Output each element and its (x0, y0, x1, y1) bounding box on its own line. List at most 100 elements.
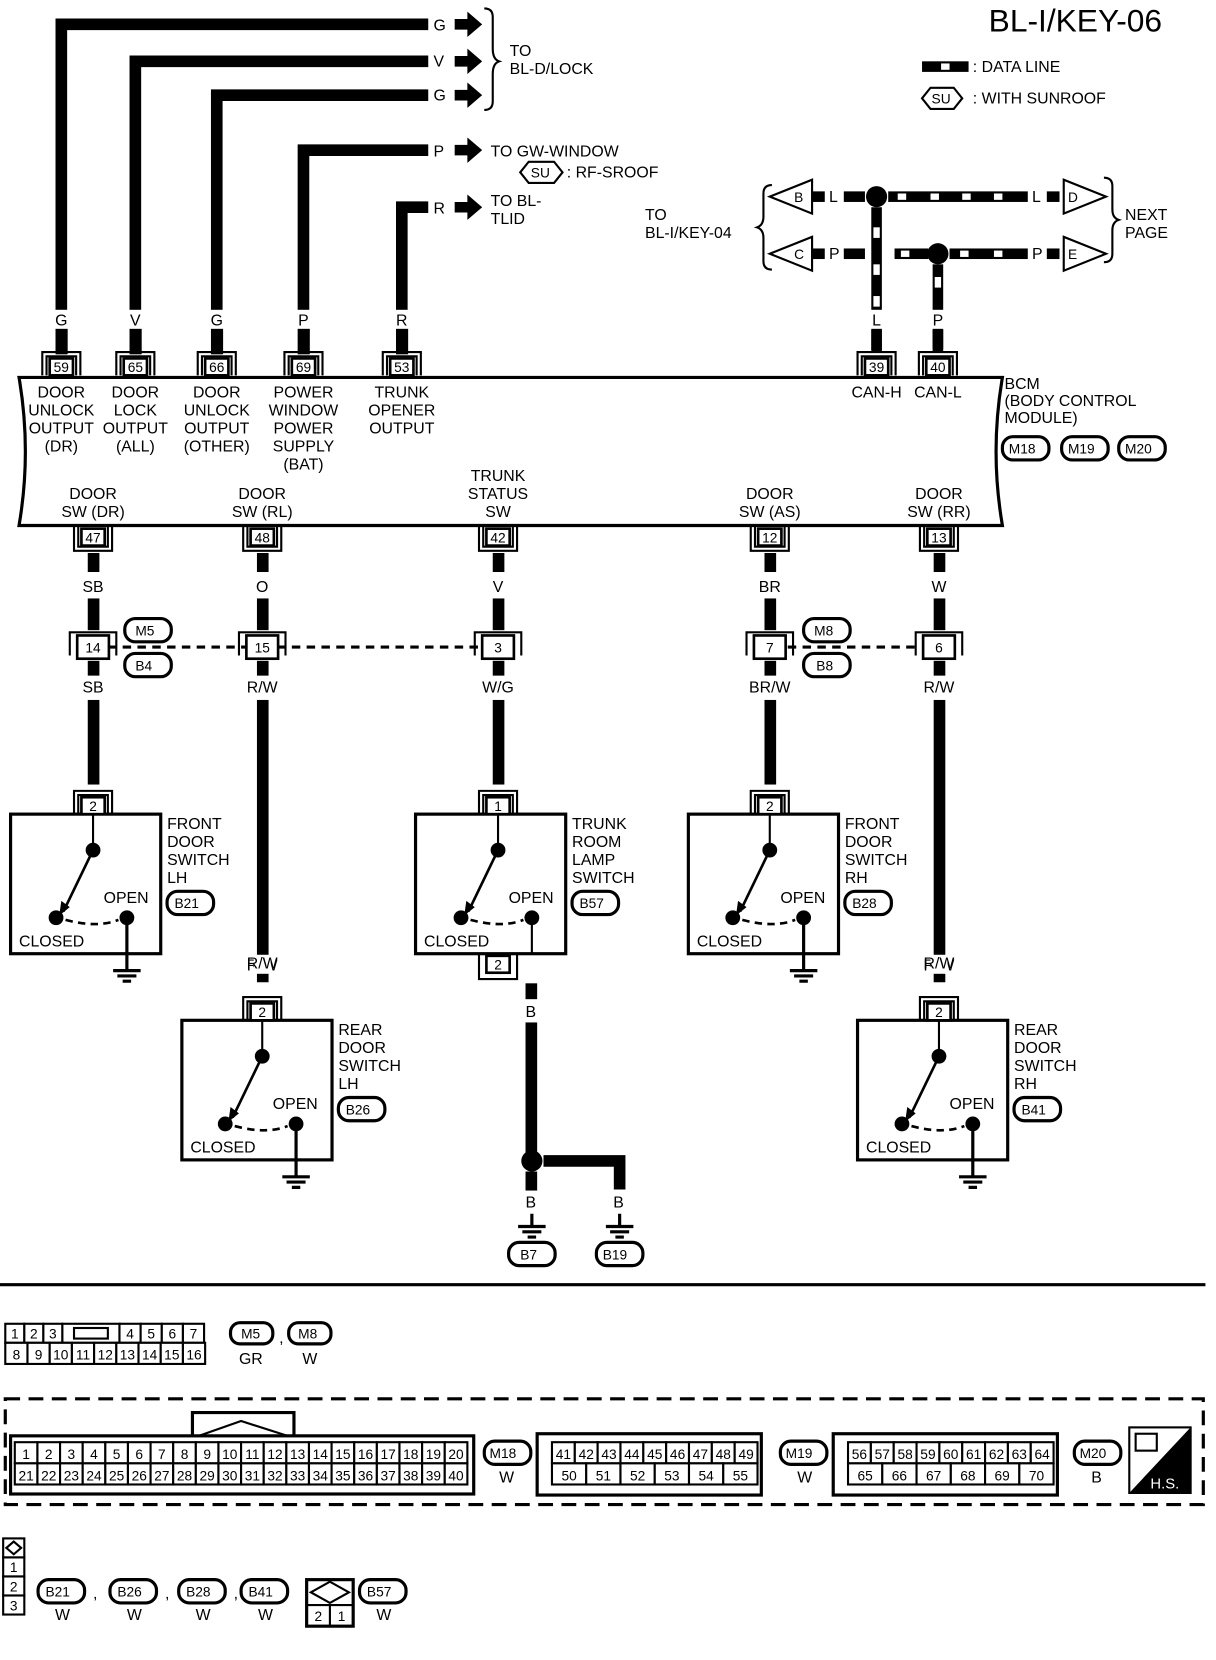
svg-text:66: 66 (892, 1468, 908, 1483)
svg-text:SW: SW (485, 504, 511, 521)
svg-text:50: 50 (561, 1468, 577, 1483)
svg-text:V: V (130, 313, 141, 330)
svg-text:12: 12 (98, 1348, 113, 1363)
svg-text:G: G (211, 313, 223, 330)
svg-text:28: 28 (177, 1468, 193, 1483)
joint-connector-labels: M5 B4 M8 B8 (107, 616, 920, 679)
svg-text:14: 14 (85, 640, 101, 655)
svg-text:42: 42 (490, 530, 505, 545)
bcm-body (17, 375, 1005, 528)
svg-text:DOOR: DOOR (338, 1040, 386, 1057)
svg-text:W: W (258, 1607, 273, 1624)
svg-text:LOCK: LOCK (114, 403, 158, 420)
svg-text:P: P (298, 313, 309, 330)
svg-text:B28: B28 (186, 1585, 211, 1600)
svg-text:FRONT: FRONT (845, 816, 900, 833)
svg-text:SW (DR): SW (DR) (61, 504, 124, 521)
svg-text:2: 2 (766, 799, 774, 814)
svg-text:LAMP: LAMP (572, 852, 615, 869)
svg-text:DOOR: DOOR (112, 385, 160, 402)
svg-text:15: 15 (335, 1447, 351, 1462)
output-arrows: G V G P R (434, 7, 503, 220)
svg-text:53: 53 (664, 1468, 680, 1483)
svg-text:B21: B21 (174, 896, 198, 911)
svg-text:8: 8 (13, 1348, 21, 1363)
svg-text:55: 55 (733, 1468, 749, 1483)
svg-text:60: 60 (943, 1447, 959, 1462)
svg-text:STATUS: STATUS (468, 486, 528, 503)
svg-text:SU: SU (531, 166, 550, 181)
svg-text:2: 2 (45, 1447, 53, 1462)
svg-text:12: 12 (762, 530, 777, 545)
svg-text:64: 64 (1035, 1447, 1051, 1462)
svg-text:4: 4 (126, 1327, 134, 1342)
svg-text:REAR: REAR (338, 1022, 382, 1039)
svg-text:67: 67 (926, 1468, 941, 1483)
svg-text:11: 11 (245, 1447, 259, 1462)
svg-text:W: W (797, 1469, 812, 1486)
svg-text:B7: B7 (520, 1247, 537, 1262)
svg-text:: WITH SUNROOF: : WITH SUNROOF (973, 91, 1106, 108)
svg-text:2: 2 (935, 1005, 943, 1020)
svg-text:G: G (55, 313, 67, 330)
svg-text:V: V (434, 54, 445, 71)
svg-text:1: 1 (338, 1609, 346, 1624)
svg-text:R/W: R/W (924, 680, 955, 697)
svg-text:38: 38 (403, 1468, 419, 1483)
svg-text:,: , (165, 1586, 169, 1603)
svg-text:57: 57 (875, 1447, 890, 1462)
svg-text:R/W: R/W (924, 956, 955, 973)
svg-text:R/W: R/W (247, 680, 278, 697)
svg-text:1: 1 (22, 1447, 30, 1462)
svg-text:10: 10 (222, 1447, 238, 1462)
svg-text:B: B (613, 1194, 624, 1211)
svg-text:24: 24 (86, 1468, 102, 1483)
svg-text:SW (AS): SW (AS) (739, 504, 801, 521)
svg-text:1: 1 (10, 1560, 18, 1575)
can-bus: TO BL-I/KEY-04 B C L P L D P E NEXT PAGE (645, 176, 1168, 350)
svg-text:P: P (434, 143, 445, 160)
svg-text:DOOR: DOOR (193, 385, 241, 402)
svg-text:L: L (829, 189, 838, 206)
svg-text:6: 6 (135, 1447, 143, 1462)
svg-text:B4: B4 (135, 658, 152, 673)
svg-text:W: W (376, 1607, 391, 1624)
svg-text:37: 37 (381, 1468, 396, 1483)
svg-text:B: B (526, 1004, 537, 1021)
svg-text:OUTPUT: OUTPUT (103, 421, 169, 438)
svg-text:P: P (829, 246, 840, 263)
svg-text:OPEN: OPEN (780, 890, 825, 907)
svg-text:SUPPLY: SUPPLY (273, 438, 335, 455)
svg-text:B21: B21 (45, 1585, 69, 1600)
svg-text:62: 62 (989, 1447, 1004, 1462)
svg-text:B: B (1091, 1469, 1102, 1486)
svg-text:CLOSED: CLOSED (697, 933, 762, 950)
svg-text:B57: B57 (367, 1585, 391, 1600)
svg-text:SWITCH: SWITCH (572, 870, 635, 887)
svg-text:OUTPUT: OUTPUT (29, 421, 95, 438)
svg-text:3: 3 (49, 1327, 57, 1342)
svg-text:W: W (127, 1607, 142, 1624)
data-line-legend: : DATA LINE (922, 59, 1060, 76)
svg-text:2: 2 (314, 1609, 322, 1624)
svg-text:66: 66 (209, 360, 225, 375)
harness-side-icon: H.S. (1128, 1426, 1192, 1494)
svg-text:13: 13 (290, 1447, 306, 1462)
page-title: BL-I/KEY-06 (989, 3, 1162, 39)
svg-text:V: V (493, 579, 504, 596)
svg-text:SWITCH: SWITCH (167, 852, 230, 869)
svg-text:SWITCH: SWITCH (338, 1058, 401, 1075)
svg-text:59: 59 (54, 360, 69, 375)
svg-text:4: 4 (90, 1447, 98, 1462)
svg-text:M18: M18 (1009, 442, 1036, 457)
svg-text:31: 31 (245, 1468, 260, 1483)
svg-text:B26: B26 (346, 1102, 371, 1117)
